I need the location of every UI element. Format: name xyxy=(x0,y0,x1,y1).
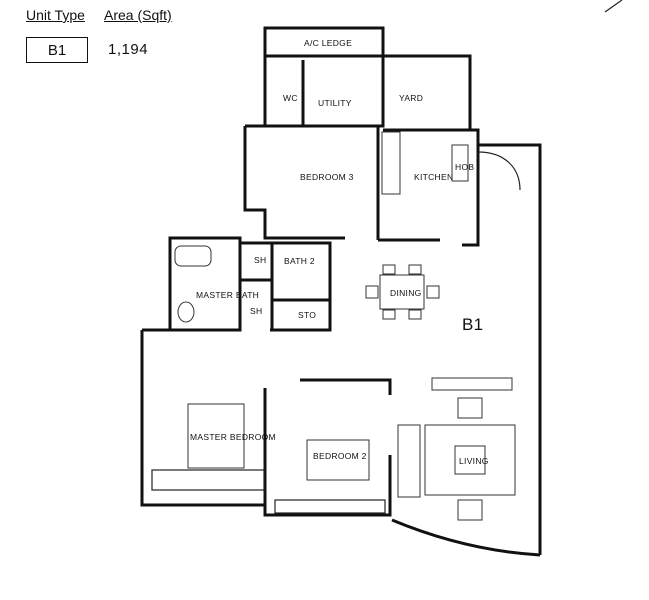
hob-label: HOB xyxy=(455,162,474,172)
coffee-table xyxy=(454,445,486,475)
kitchen-right-wall xyxy=(462,128,480,247)
dining-chair xyxy=(426,285,440,299)
bedroom2-bottom-wall xyxy=(263,455,392,517)
armchair xyxy=(457,397,483,419)
yard-label: YARD xyxy=(399,93,423,103)
master-bath-label: MASTER BATH xyxy=(196,290,259,300)
wc-label: WC xyxy=(283,93,298,103)
bath2-wall xyxy=(240,241,332,332)
bedroom2-label: BEDROOM 2 xyxy=(313,451,367,461)
master-bedroom-outer-wall xyxy=(140,330,265,507)
unit-code: B1 xyxy=(47,41,67,59)
unit-type-label: Unit Type xyxy=(26,7,85,23)
master-bedroom-label: MASTER BEDROOM xyxy=(190,432,276,442)
armchair xyxy=(457,499,483,521)
shower-label: SH xyxy=(250,306,262,316)
master-bedroom-window xyxy=(151,469,265,491)
unit-code-box: B1 xyxy=(26,37,88,63)
area-value: 1,194 xyxy=(108,41,149,58)
exterior-right-wall xyxy=(478,143,542,555)
living-rug xyxy=(424,424,516,496)
area-label: Area (Sqft) xyxy=(104,7,172,23)
master-bath-wall xyxy=(168,236,242,332)
master-bed xyxy=(187,403,245,469)
living-label: LIVING xyxy=(459,456,489,466)
bathtub xyxy=(174,245,212,267)
kitchen-label: KITCHEN xyxy=(414,172,453,182)
dining-chair xyxy=(365,285,379,299)
bedroom2-bed xyxy=(306,439,370,481)
utility-block-wall xyxy=(263,56,385,128)
bedroom3-wall xyxy=(243,126,345,240)
bath2-label: BATH 2 xyxy=(284,256,315,266)
north-arrow-icon xyxy=(604,0,623,13)
balcony-curve xyxy=(391,518,541,557)
entry-door-swing xyxy=(477,151,521,191)
dining-label: DINING xyxy=(390,288,422,298)
ac-ledge-wall xyxy=(263,26,385,58)
kitchen-counter xyxy=(381,131,401,195)
utility-label: UTILITY xyxy=(318,98,352,108)
ac-ledge-label: A/C LEDGE xyxy=(304,38,352,48)
bedroom2-top-wall xyxy=(300,378,392,395)
dining-chair xyxy=(408,264,422,275)
sofa xyxy=(397,424,421,498)
dining-chair xyxy=(382,309,396,320)
master-bath-toilet xyxy=(177,301,195,323)
hob-unit xyxy=(451,144,469,182)
unit-tag: B1 xyxy=(462,315,483,334)
dining-chair xyxy=(382,264,396,275)
store-label: STO xyxy=(298,310,316,320)
dining-chair xyxy=(408,309,422,320)
bedroom2-window xyxy=(274,499,386,514)
shower-label: SH xyxy=(254,255,266,265)
bedroom3-label: BEDROOM 3 xyxy=(300,172,354,182)
dining-table xyxy=(379,274,425,310)
yard-wall xyxy=(383,54,472,132)
tv-console xyxy=(431,377,513,391)
